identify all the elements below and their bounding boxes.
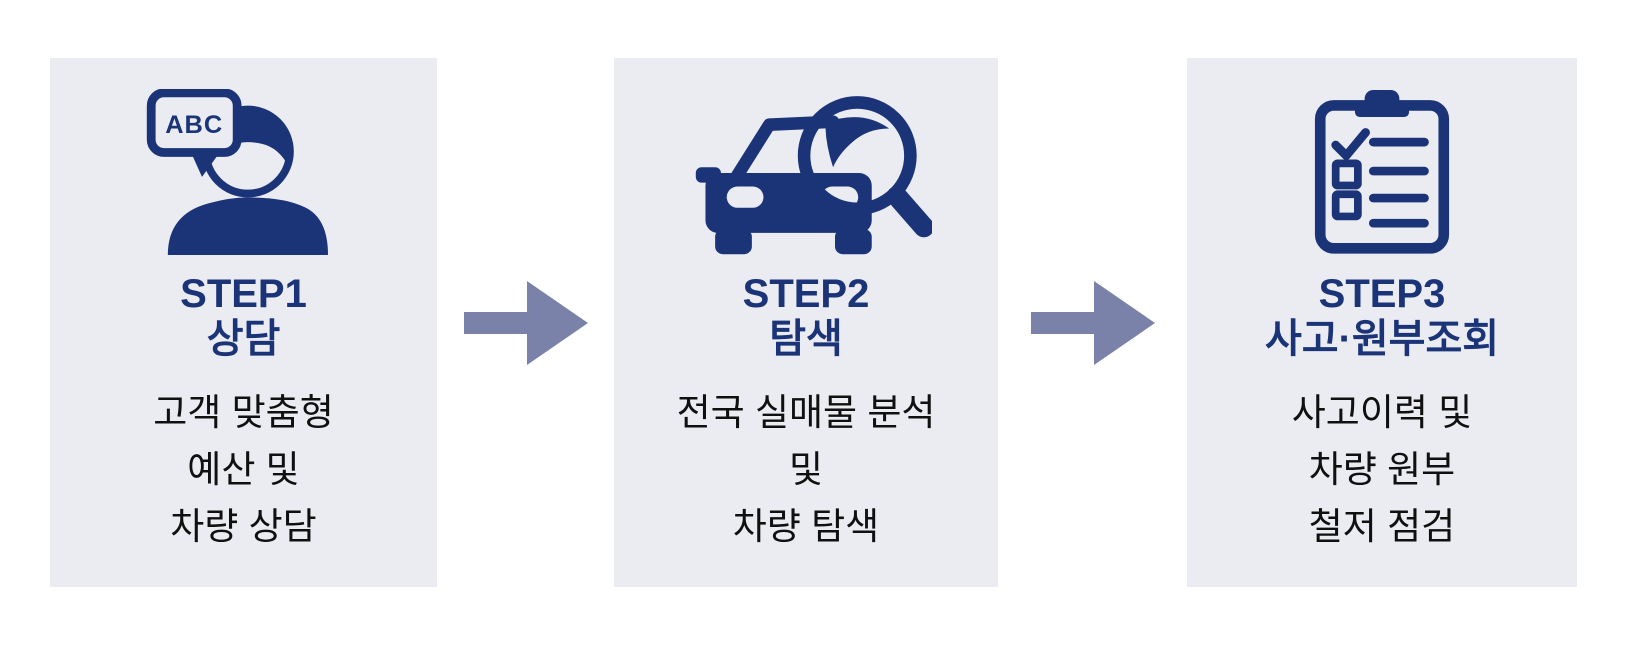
magnifier-lens (797, 96, 917, 216)
step-description-line: 차량 탐색 (732, 506, 880, 547)
step-description-line: 차량 상담 (170, 506, 317, 547)
car-wheel-right (835, 229, 872, 255)
arrow-right-icon (437, 58, 614, 587)
person-torso (167, 197, 328, 256)
step-card-search: STEP2 탐색 전국 실매물 분석 및 차량 탐색 (614, 58, 998, 587)
step-card-history-check: STEP3 사고·원부조회 사고이력 및 차량 원부 철저 점검 (1187, 58, 1577, 587)
arrow-right-icon (998, 58, 1187, 587)
checkbox-2 (1331, 190, 1362, 221)
car-roof (730, 115, 840, 184)
magnifier-handle (886, 186, 932, 238)
step-card-consultation: ABC STEP1 상담 고객 맞춤형 예산 및 차량 상담 (50, 58, 437, 587)
car-headlight-left (726, 186, 764, 208)
step-name-label: 탐색 (769, 317, 843, 361)
clipboard-checklist-glyph (1314, 90, 1450, 254)
clipboard-board (1314, 100, 1450, 254)
step-description-line: 전국 실매물 분석 (676, 392, 936, 433)
step-number-label: STEP2 (742, 272, 870, 316)
step-name-label: 사고·원부조회 (1264, 317, 1500, 361)
step-description-line: 및 (788, 449, 824, 490)
right-arrow-glyph (1030, 280, 1155, 365)
person-with-speech-bubble-icon: ABC (146, 89, 328, 256)
right-arrow-glyph (463, 280, 588, 365)
windshield-glare (825, 117, 890, 168)
step-description-line: 사고이력 및 (1291, 392, 1473, 433)
step-title: STEP3 사고·원부조회 (1265, 272, 1499, 362)
step-description: 고객 맞춤형 예산 및 차량 상담 (153, 384, 333, 555)
speech-bubble-tail (188, 148, 223, 177)
step-title: STEP1 상담 (180, 272, 307, 362)
step-description-line: 철저 점검 (1308, 506, 1456, 547)
speech-bubble-text: ABC (165, 111, 223, 139)
checkmark (1331, 128, 1370, 160)
step-description-line: 차량 원부 (1308, 449, 1456, 490)
steps-row: ABC STEP1 상담 고객 맞춤형 예산 및 차량 상담 (0, 58, 1630, 587)
car-wheel-left (715, 229, 752, 255)
step-description-line: 예산 및 (187, 449, 300, 490)
checkbox-1 (1331, 159, 1362, 190)
step-description: 사고이력 및 차량 원부 철저 점검 (1292, 384, 1472, 555)
step-description: 전국 실매물 분석 및 차량 탐색 (677, 384, 936, 555)
step-description-line: 고객 맞춤형 (153, 392, 334, 433)
step-name-label: 상담 (206, 317, 281, 361)
step-title: STEP2 탐색 (743, 272, 870, 362)
step-number-label: STEP1 (180, 272, 307, 316)
car-search-icon (680, 84, 932, 262)
car-with-magnifier-icon (695, 96, 932, 255)
clipboard-checklist-icon (1309, 84, 1455, 262)
person-consult-icon: ABC (146, 84, 342, 262)
step-number-label: STEP3 (1318, 272, 1446, 316)
